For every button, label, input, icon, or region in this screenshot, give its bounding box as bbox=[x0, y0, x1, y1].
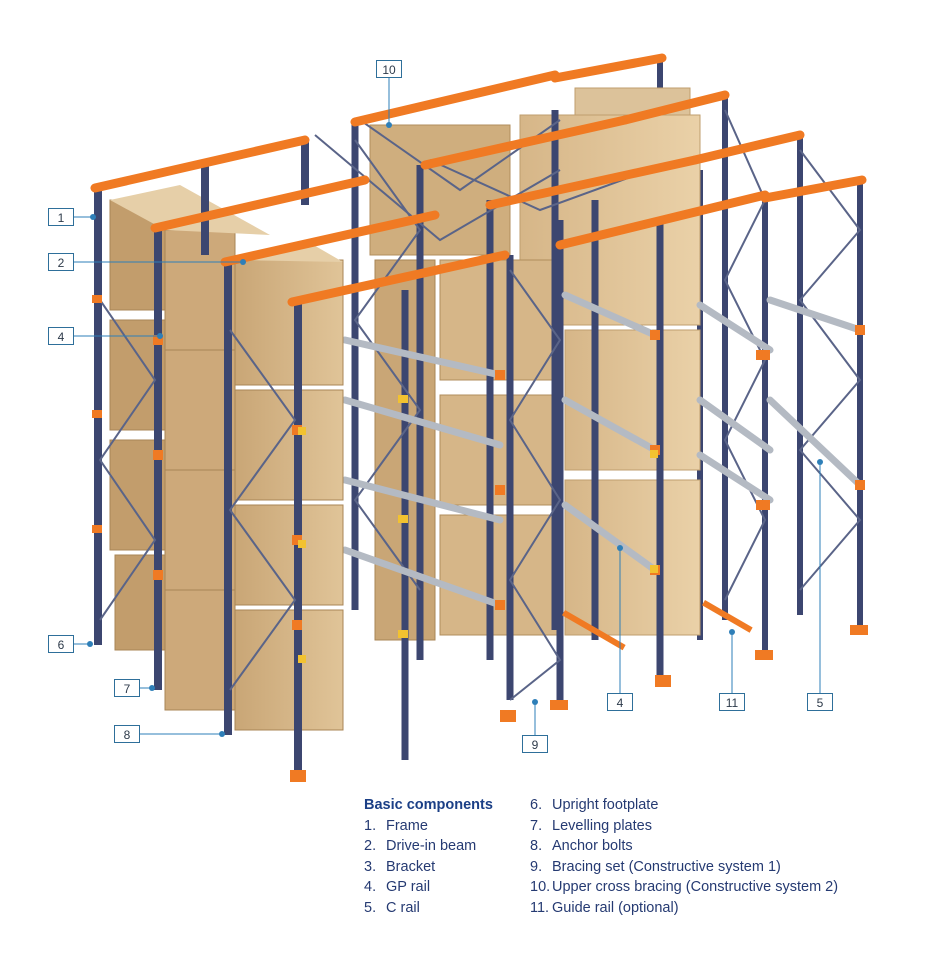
legend-item: 6. Upright footplate bbox=[530, 795, 838, 816]
legend-item-number: 9. bbox=[530, 858, 543, 875]
legend-item-label: Bracket bbox=[386, 858, 436, 875]
legend-title: Basic components bbox=[364, 797, 493, 813]
back-pallet-loads bbox=[369, 87, 701, 641]
callout-frame: 1 bbox=[48, 208, 74, 226]
legend-item-label: C rail bbox=[386, 899, 420, 916]
front-pallet-loads bbox=[109, 185, 344, 731]
callout-anchor-bolts: 8 bbox=[114, 725, 140, 743]
legend-item-label: Upright footplate bbox=[552, 797, 659, 813]
callout-leaders bbox=[73, 78, 821, 735]
drive-in-beams bbox=[90, 53, 867, 307]
legend-item-number: 5. bbox=[364, 899, 377, 916]
drive-in-rack-illustration bbox=[73, 53, 868, 782]
legend-item-label: GP rail bbox=[386, 879, 431, 895]
callout-gp-rail-left: 4 bbox=[48, 327, 74, 345]
legend-right: 6. Upright footplate 7. Levelling plates 8… bbox=[530, 795, 838, 918]
gp-rails bbox=[341, 291, 864, 609]
legend-item: 10.Upper cross bracing (Constructive sys… bbox=[530, 877, 838, 898]
callout-upper-cross-bracing: 10 bbox=[376, 60, 402, 78]
legend-item-label: Upper cross bracing (Constructive system… bbox=[552, 879, 839, 895]
legend-item-number: 4. bbox=[364, 879, 377, 895]
legend-item-number: 2. bbox=[364, 838, 377, 854]
callout-drive-in-beam: 2 bbox=[48, 253, 74, 271]
legend-item-label: Bracing set (Constructive system 1) bbox=[552, 858, 781, 875]
legend-item: 7. Levelling plates bbox=[530, 816, 838, 837]
legend-item-label: Anchor bolts bbox=[552, 838, 633, 854]
brackets-and-footplates bbox=[92, 295, 868, 782]
legend-item-number: 6. bbox=[530, 797, 543, 813]
legend-item: 1. Frame bbox=[364, 816, 493, 837]
legend-item: 5. C rail bbox=[364, 898, 493, 919]
callout-anchor-dots bbox=[87, 122, 823, 737]
legend-item: 11.Guide rail (optional) bbox=[530, 898, 838, 919]
legend-item: 4. GP rail bbox=[364, 877, 493, 898]
legend-item: 9. Bracing set (Constructive system 1) bbox=[530, 857, 838, 878]
callout-c-rail: 5 bbox=[807, 693, 833, 711]
callout-levelling-plates: 7 bbox=[114, 679, 140, 697]
legend-item-label: Drive-in beam bbox=[386, 838, 477, 854]
legend-item-number: 1. bbox=[364, 817, 377, 834]
legend-left: Basic components 1. Frame 2. Drive-in beam… bbox=[364, 795, 493, 918]
legend-item: 3. Bracket bbox=[364, 857, 493, 878]
front-bracing bbox=[98, 299, 297, 691]
legend-item-number: 7. bbox=[530, 817, 543, 834]
callout-gp-rail-right: 4 bbox=[607, 693, 633, 711]
callout-upright-footplate: 6 bbox=[48, 635, 74, 653]
legend-item-label: Guide rail (optional) bbox=[552, 899, 679, 916]
legend-item-number: 10. bbox=[530, 879, 551, 895]
legend-item-label: Frame bbox=[386, 817, 428, 834]
legend-item-label: Levelling plates bbox=[552, 817, 652, 834]
legend-item: 8. Anchor bolts bbox=[530, 836, 838, 857]
callout-guide-rail: 11 bbox=[719, 693, 745, 711]
middle-bracing bbox=[314, 119, 651, 701]
callout-bracing-set: 9 bbox=[522, 735, 548, 753]
legend-item-number: 11. bbox=[530, 899, 550, 916]
legend-item-number: 8. bbox=[530, 838, 543, 854]
legend-item: 2. Drive-in beam bbox=[364, 836, 493, 857]
legend-item-number: 3. bbox=[364, 858, 377, 875]
yellow-rail-stops bbox=[298, 395, 658, 663]
